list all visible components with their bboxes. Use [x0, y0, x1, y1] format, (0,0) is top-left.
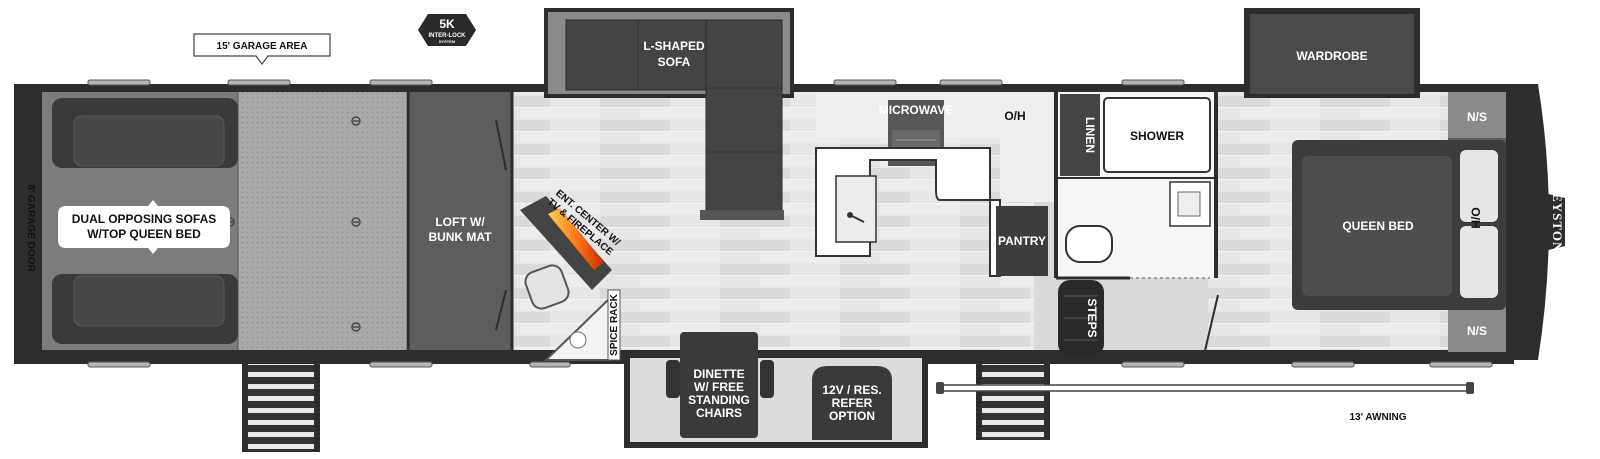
- pillow: [1460, 150, 1498, 222]
- dinette-label-line1: DINETTE: [693, 367, 744, 381]
- nightstand-top: [1448, 92, 1506, 138]
- refer-label-line2: REFER: [832, 396, 873, 410]
- oh-label: O/H: [1004, 109, 1025, 123]
- loft-label-line2: BUNK MAT: [428, 230, 492, 244]
- shower-label: SHOWER: [1130, 129, 1184, 143]
- badge-bottom-text: INTER-LOCK: [429, 33, 467, 39]
- queen-bed-label: QUEEN BED: [1342, 219, 1414, 233]
- entry-steps: STEPS: [1058, 280, 1104, 356]
- dinette-chair: [760, 360, 774, 398]
- dinette-label-line2: W/ FREE: [694, 380, 744, 394]
- badge-small-text: SYSTEM: [439, 39, 456, 44]
- kitchen-sink: [835, 175, 877, 243]
- badge-top-text: 5K: [439, 17, 455, 31]
- wardrobe-label: WARDROBE: [1296, 49, 1367, 63]
- dinette-label-line4: CHAIRS: [696, 406, 742, 420]
- window-marks: [87, 79, 1493, 368]
- wardrobe: [1250, 14, 1414, 94]
- microwave-label: MICROWAVE: [879, 103, 953, 117]
- kitchen: MICROWAVE O/H PANTRY: [815, 92, 1056, 277]
- ns-bottom-label: N/S: [1467, 324, 1487, 338]
- nightstand-bottom: [1448, 306, 1506, 352]
- refer-label-line1: 12V / RES.: [822, 383, 881, 397]
- dinette-slideout: DINETTE W/ FREE STANDING CHAIRS 12V / RE…: [624, 332, 928, 448]
- refer-label-line3: OPTION: [829, 409, 875, 423]
- sofas-label-bubble: [58, 200, 230, 254]
- steps-label: STEPS: [1085, 298, 1099, 337]
- dinette-table: [680, 332, 758, 438]
- bedroom: N/S N/S QUEEN BED H/O: [1292, 92, 1506, 352]
- awning-label: 13' AWNING: [1349, 412, 1406, 423]
- toilet: [1065, 225, 1113, 263]
- spice-rack-label: SPICE RACK: [609, 293, 620, 355]
- bath-sink: [1169, 181, 1211, 227]
- garage-area: DUAL OPPOSING SOFAS W/TOP QUEEN BED 8' G…: [25, 92, 406, 350]
- ho-label: H/O: [1469, 207, 1483, 228]
- bathroom: LINEN SHOWER: [1054, 92, 1219, 356]
- garage-area-tag: 15' GARAGE AREA: [193, 33, 331, 65]
- refrigerator: [812, 366, 892, 440]
- sofas-label-line2: W/TOP QUEEN BED: [87, 227, 201, 241]
- brand-logo: KEYSTONE: [1550, 182, 1565, 262]
- garage-steps: [242, 364, 320, 452]
- pillow: [1460, 226, 1498, 298]
- sofa-slideout: L-SHAPED SOFA: [544, 8, 794, 220]
- loft-area: LOFT W/ BUNK MAT: [406, 92, 514, 350]
- awning: 13' AWNING: [936, 382, 1474, 423]
- sofa-label-line1: L-SHAPED: [643, 39, 705, 53]
- garage-area-label: 15' GARAGE AREA: [217, 41, 308, 52]
- linen-label: LINEN: [1083, 117, 1097, 153]
- dinette-chair: [666, 360, 680, 398]
- recliner-chair: [524, 264, 570, 310]
- garage-door-label: 8' GARAGE DOOR: [25, 184, 36, 272]
- entry-door-steps: [976, 364, 1050, 440]
- loft-label-line1: LOFT W/: [435, 215, 485, 229]
- sofa-label-line2: SOFA: [658, 55, 691, 69]
- pantry-label: PANTRY: [998, 234, 1046, 248]
- wardrobe-slideout: WARDROBE: [1244, 8, 1420, 98]
- pantry: [996, 206, 1048, 276]
- interlock-badge-icon: 5K INTER-LOCK SYSTEM: [418, 14, 476, 46]
- linen-closet: [1060, 94, 1100, 176]
- ns-top-label: N/S: [1467, 110, 1487, 124]
- sofas-label-line1: DUAL OPPOSING SOFAS: [72, 212, 216, 226]
- shower: [1103, 97, 1211, 173]
- dinette-label-line3: STANDING: [688, 393, 750, 407]
